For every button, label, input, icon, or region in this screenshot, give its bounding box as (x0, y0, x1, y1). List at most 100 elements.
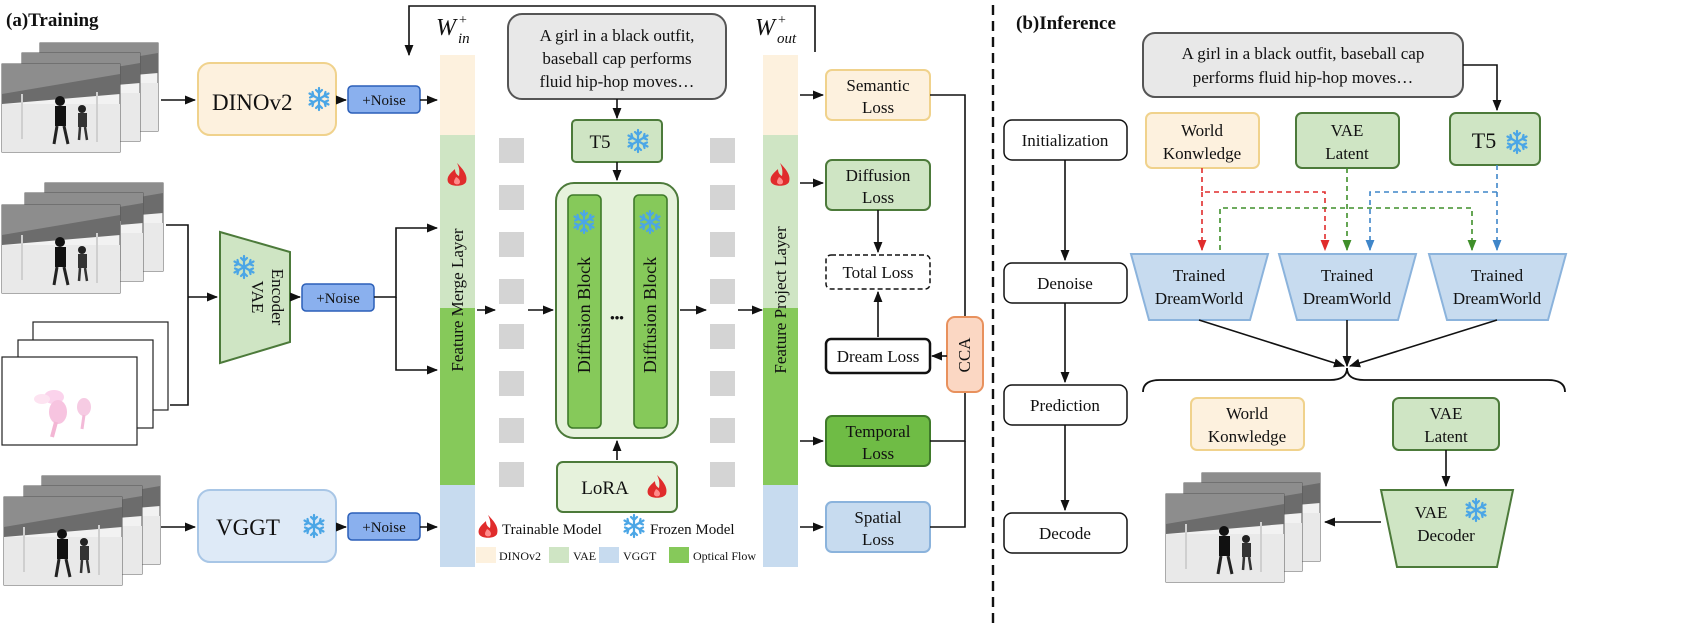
legend-dinov2: DINOv2 (499, 549, 541, 563)
training-prompt-box: A girl in a black outfit, baseball cap p… (507, 13, 727, 100)
svg-text:Konwledge: Konwledge (1208, 427, 1286, 446)
svg-text:DreamWorld: DreamWorld (1303, 289, 1392, 308)
step-prediction: Prediction (1003, 384, 1128, 426)
svg-text:VAE: VAE (1415, 503, 1448, 522)
noise-label-vggt: +Noise (362, 520, 406, 536)
dinov2-box: DINOv2 (197, 62, 337, 136)
svg-text:Loss: Loss (862, 188, 894, 207)
svg-text:VAE: VAE (1331, 121, 1364, 140)
svg-text:World: World (1181, 121, 1224, 140)
feature-merge-label: Feature Merge Layer (448, 228, 467, 372)
vggt-box: VGGT (197, 489, 337, 563)
noise-label-dinov2: +Noise (362, 93, 406, 109)
output-video (1164, 471, 1322, 584)
svg-text:Decode: Decode (1039, 524, 1091, 543)
step-denoise: Denoise (1003, 262, 1128, 304)
svg-text:Initialization: Initialization (1022, 131, 1109, 150)
noise-label-vae: +Noise (316, 291, 360, 307)
svg-text:baseball cap performs: baseball cap performs (542, 49, 691, 68)
input-video-vae (0, 181, 165, 295)
semantic-loss: Semantic Loss (825, 69, 931, 121)
total-loss: Total Loss (825, 254, 931, 290)
diffusion-loss: Diffusion Loss (825, 159, 931, 211)
diffusion-transformer: Diffusion Block Diffusion Block ••• (555, 182, 679, 439)
world-knowledge-box: World Konwledge (1145, 112, 1260, 169)
routing-lines (1197, 165, 1502, 252)
svg-text:Diffusion: Diffusion (846, 166, 911, 185)
diffusion-block-1 (567, 194, 602, 429)
dinov2-label: DINOv2 (212, 90, 293, 115)
svg-text:LoRA: LoRA (581, 478, 629, 499)
input-optical-flow (0, 320, 170, 447)
svg-text:Semantic: Semantic (846, 76, 910, 95)
vggt-label: VGGT (216, 515, 280, 540)
svg-text:Diffusion Block: Diffusion Block (574, 257, 594, 373)
vae-encoder-line2: Encoder (268, 269, 287, 326)
dream-loss: Dream Loss (824, 337, 932, 375)
inference-title: (b)Inference (1016, 13, 1116, 34)
vae-latent-output: VAE Latent (1392, 397, 1500, 451)
svg-text:Latent: Latent (1424, 427, 1468, 446)
temporal-loss: Temporal Loss (825, 415, 931, 467)
legend-vggt: VGGT (623, 549, 657, 563)
svg-text:Spatial: Spatial (854, 508, 901, 527)
input-video-vggt (2, 474, 162, 587)
svg-text:in: in (458, 31, 470, 47)
svg-text:A girl in a black outfit,: A girl in a black outfit, (540, 26, 695, 45)
svg-text:T5: T5 (589, 132, 610, 153)
spatial-loss: Spatial Loss (825, 501, 931, 553)
svg-text:Konwledge: Konwledge (1163, 144, 1241, 163)
svg-text:•••: ••• (610, 310, 624, 325)
diffusion-block-2 (633, 194, 668, 429)
svg-text:Loss: Loss (862, 530, 894, 549)
merge-brace (1142, 367, 1566, 393)
trained-model-3: Trained DreamWorld (1427, 253, 1568, 321)
step-initialization: Initialization (1003, 119, 1128, 161)
svg-text:Temporal: Temporal (846, 422, 911, 441)
legend-vae: VAE (573, 549, 596, 563)
snowflake-icon (623, 513, 645, 539)
svg-text:fluid hip-hop moves…: fluid hip-hop moves… (540, 72, 695, 91)
cca-box: CCA (946, 316, 984, 393)
training-title: (a)Training (6, 10, 99, 31)
vae-encoder-line1: VAE (248, 281, 267, 314)
svg-text:CCA: CCA (955, 337, 974, 373)
svg-text:Dream Loss: Dream Loss (837, 347, 920, 366)
svg-text:DreamWorld: DreamWorld (1155, 289, 1244, 308)
svg-text:performs fluid hip-hop moves…: performs fluid hip-hop moves… (1193, 68, 1414, 87)
svg-text:Denoise: Denoise (1037, 274, 1093, 293)
legend-optical-flow: Optical Flow (693, 549, 756, 563)
flame-icon (478, 515, 498, 538)
world-knowledge-output: World Konwledge (1190, 397, 1305, 451)
legend: Trainable Model Frozen Model DINOv2 VAE … (476, 513, 756, 563)
svg-text:Trained: Trained (1321, 266, 1374, 285)
inference-prompt-box: A girl in a black outfit, baseball cap p… (1142, 32, 1464, 98)
input-video-dinov2 (0, 41, 160, 154)
token-column-left (499, 138, 524, 487)
feature-merge-layer: Feature Merge Layer (440, 55, 475, 567)
svg-text:out: out (777, 31, 797, 47)
svg-text:W: W (755, 15, 777, 41)
svg-text:Decoder: Decoder (1417, 526, 1475, 545)
svg-text:VAE: VAE (1430, 404, 1463, 423)
w-in-label: W + in (436, 13, 470, 47)
svg-text:Trained: Trained (1471, 266, 1524, 285)
lora-box: LoRA (556, 461, 678, 513)
svg-text:DreamWorld: DreamWorld (1453, 289, 1542, 308)
feature-project-layer: Feature Project Layer (763, 55, 798, 567)
legend-trainable: Trainable Model (502, 522, 602, 538)
svg-text:Prediction: Prediction (1030, 396, 1100, 415)
vae-latent-box: VAE Latent (1295, 112, 1400, 169)
trained-model-1: Trained DreamWorld (1129, 253, 1270, 321)
svg-text:+: + (459, 13, 467, 28)
svg-text:Total Loss: Total Loss (842, 263, 913, 282)
svg-text:Loss: Loss (862, 98, 894, 117)
legend-frozen: Frozen Model (650, 522, 735, 538)
svg-text:Diffusion Block: Diffusion Block (640, 257, 660, 373)
token-column-right (710, 138, 735, 487)
trained-model-2: Trained DreamWorld (1277, 253, 1418, 321)
svg-text:World: World (1226, 404, 1269, 423)
svg-text:+: + (778, 13, 786, 28)
step-decode: Decode (1003, 512, 1128, 554)
svg-text:W: W (436, 15, 458, 41)
